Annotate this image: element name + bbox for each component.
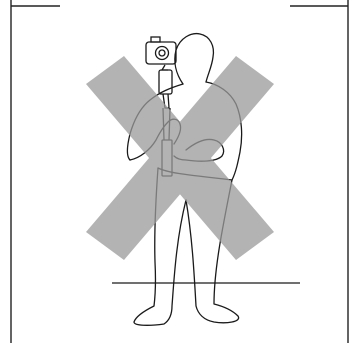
camera-mount	[162, 65, 168, 70]
camera-icon	[146, 37, 176, 70]
person-head	[175, 34, 214, 84]
camera-lens	[156, 47, 169, 60]
camera-body	[146, 42, 176, 64]
camera-lens-inner	[159, 50, 165, 56]
camera-viewfinder	[151, 37, 160, 42]
